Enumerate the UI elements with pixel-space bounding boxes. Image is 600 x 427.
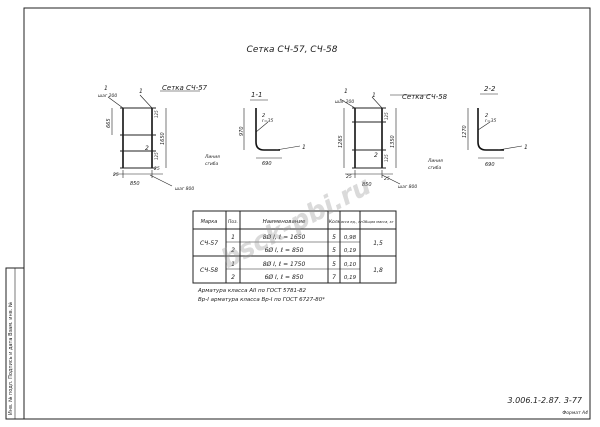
- right-sec-height: 1270: [462, 125, 468, 138]
- left-callout-1: 1: [139, 88, 143, 95]
- th-total: Общая масса, кг: [362, 220, 393, 224]
- th-pos: Поз.: [228, 219, 238, 225]
- cell-name: 8Ø I, ℓ = 1750: [263, 261, 306, 268]
- th-qty: Кол.: [329, 219, 339, 225]
- right-step-top: шаг 200: [335, 99, 354, 105]
- cell-mass: 0,10: [344, 262, 357, 268]
- cell-pos: 1: [231, 234, 235, 241]
- right-bend-line-2: сгиба: [428, 165, 442, 171]
- left-dim-125-top: 125: [154, 110, 159, 118]
- right-section-label: 2-2: [484, 85, 496, 93]
- left-sec-width: 690: [262, 161, 272, 167]
- cell-qty: 5: [332, 247, 336, 254]
- right-callout-2: 2: [374, 152, 378, 159]
- right-dim-25-a: 25: [346, 174, 352, 180]
- left-sec-angle: r=35: [262, 118, 273, 124]
- left-step-top: шаг 200: [98, 93, 117, 99]
- right-callout-top: 1: [344, 88, 348, 95]
- left-bend-line-2: сгиба: [205, 161, 219, 167]
- right-mesh-drawing: [339, 94, 430, 185]
- left-sec-height: 970: [239, 126, 245, 136]
- right-step-bottom: шаг 800: [398, 184, 417, 190]
- sheet-frame: [23, 7, 591, 420]
- left-section: [243, 99, 301, 159]
- cell-pos: 2: [231, 247, 235, 254]
- left-callout-2: 2: [145, 145, 149, 152]
- cell-qty: 5: [332, 261, 336, 268]
- cell-pos: 2: [231, 274, 235, 281]
- right-dim-1265: 1265: [338, 135, 344, 148]
- left-sec-callout-2: 2: [262, 113, 265, 119]
- right-mesh-label: Сетка СЧ-58: [402, 93, 448, 101]
- right-dim-850: 850: [362, 182, 372, 188]
- right-dim-1350: 1350: [390, 135, 396, 148]
- left-callout-top: 1: [104, 85, 108, 92]
- right-sec-callout-1: 1: [524, 144, 528, 151]
- cell-total: 1,8: [373, 267, 383, 274]
- th-mark: Марка: [201, 219, 218, 225]
- cell-mark: СЧ-58: [200, 267, 218, 274]
- left-dim-665: 665: [106, 118, 112, 128]
- cell-mass: 0,19: [344, 275, 357, 281]
- right-dim-125-bot: 125: [384, 154, 389, 162]
- left-dim-125-bot: 125: [154, 152, 159, 160]
- spec-table: [192, 210, 397, 284]
- left-section-label: 1-1: [251, 91, 262, 99]
- right-dim-125-top: 125: [384, 112, 389, 120]
- left-dim-25-b: 25: [154, 166, 160, 172]
- cell-total: 1,5: [373, 240, 383, 247]
- cell-name: 6Ø I, ℓ = 850: [265, 247, 304, 254]
- right-sec-width: 690: [485, 162, 495, 168]
- side-stamp: Инв. № подл. Подпись и дата Взам. инв. №: [8, 301, 14, 415]
- note-2: Вр-I арматура класса Вр-I по ГОСТ 6727-8…: [198, 297, 325, 303]
- right-bend-line-1: Линия: [427, 158, 443, 164]
- cell-mass: 0,19: [344, 248, 357, 254]
- sheet-title: Сетка СЧ-57, СЧ-58: [247, 45, 338, 55]
- left-dim-850: 850: [130, 181, 140, 187]
- note-1: Арматура класса АII по ГОСТ 5781-82: [197, 288, 307, 294]
- right-section: [467, 93, 523, 159]
- left-step-bottom: шаг 800: [175, 186, 194, 192]
- left-sec-callout-1: 1: [302, 144, 306, 151]
- right-callout-1: 1: [372, 92, 376, 99]
- th-mass: Масса ед., кг: [338, 220, 363, 224]
- left-bend-line-1: Линия: [204, 154, 220, 160]
- cell-name: 8Ø I, ℓ = 1650: [263, 234, 306, 241]
- cell-name: 6Ø I, ℓ = 850: [265, 274, 304, 281]
- th-name: Наименование: [263, 219, 306, 225]
- cell-qty: 5: [332, 234, 336, 241]
- cell-pos: 1: [231, 261, 235, 268]
- left-mesh-label: Сетка СЧ-57: [162, 84, 208, 92]
- cell-mark: СЧ-57: [200, 240, 218, 247]
- right-dim-25-b: 25: [384, 176, 390, 182]
- right-sec-callout-2: 2: [485, 113, 488, 119]
- cell-mass: 0,98: [344, 235, 357, 241]
- left-mesh-drawing: [107, 90, 200, 187]
- doc-code: 3.006.1-2.87. 3-77: [508, 396, 583, 405]
- format-label: Формат А4: [562, 410, 588, 416]
- left-dim-25-a: 25: [113, 172, 119, 178]
- left-dim-1650: 1650: [160, 132, 166, 145]
- right-sec-angle: r=35: [485, 118, 496, 124]
- cell-qty: 7: [332, 274, 336, 281]
